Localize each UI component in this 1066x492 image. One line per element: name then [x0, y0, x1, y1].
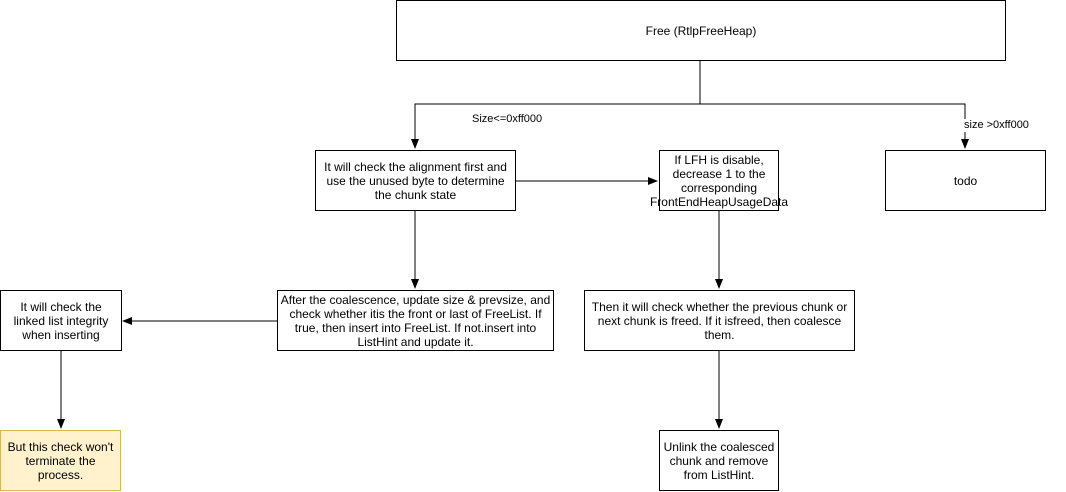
- alignment-check-node: It will check the alignment first and us…: [315, 150, 516, 211]
- check-prev-next-node: Then it will check whether the previous …: [584, 290, 855, 351]
- unlink-node-text: Unlink the coalesced chunk and remove fr…: [663, 439, 775, 482]
- edge-to-todo: [700, 103, 969, 149]
- unlink-node: Unlink the coalesced chunk and remove fr…: [659, 430, 779, 491]
- alignment-check-text: It will check the alignment first and us…: [324, 159, 507, 202]
- free-node-text: Free (RtlpFreeHeap): [645, 23, 757, 38]
- no-terminate-text: But this check won't terminate the proce…: [7, 439, 114, 482]
- linked-list-check-node: It will check the linked list integrity …: [0, 290, 122, 351]
- todo-node: todo: [885, 150, 1046, 211]
- coalescence-update-text: After the coalescence, update size & pre…: [280, 292, 551, 349]
- size-small-label: Size<=0xff000: [472, 113, 543, 126]
- edge-to-alignment: [411, 103, 700, 149]
- check-prev-next-text: Then it will check whether the previous …: [591, 299, 848, 342]
- lfh-node: If LFH is disable, decrease 1 to the cor…: [650, 150, 788, 211]
- lfh-node-text: If LFH is disable, decrease 1 to the cor…: [649, 152, 789, 209]
- no-terminate-note: But this check won't terminate the proce…: [0, 430, 121, 491]
- coalescence-update-node: After the coalescence, update size & pre…: [277, 290, 554, 351]
- todo-node-text: todo: [953, 173, 978, 188]
- size-large-label: size >0xff000: [964, 119, 1029, 132]
- free-node: Free (RtlpFreeHeap): [396, 0, 1006, 61]
- linked-list-check-text: It will check the linked list integrity …: [13, 299, 109, 342]
